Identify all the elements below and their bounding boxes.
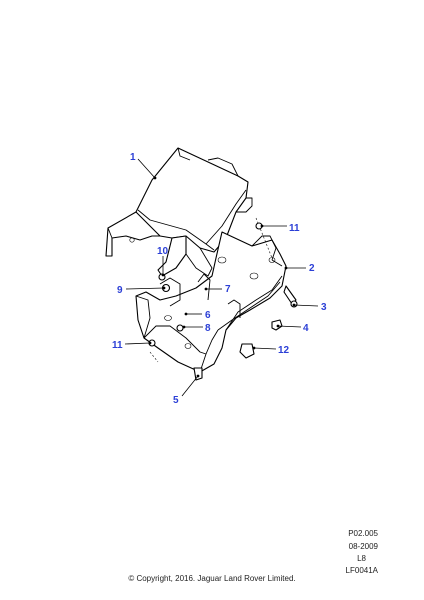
model-code: L8 [357, 554, 366, 563]
callout-3: 3 [321, 302, 327, 313]
callout-7: 7 [225, 284, 231, 295]
copyright-notice: © Copyright, 2016. Jaguar Land Rover Lim… [128, 574, 296, 583]
figure-id: LF0041A [345, 566, 378, 575]
page-code: P02.005 [348, 529, 378, 538]
date-code: 08-2009 [348, 542, 378, 551]
callout-12: 12 [278, 345, 290, 356]
callout-1: 1 [130, 152, 136, 163]
callout-11-upper: 11 [289, 223, 300, 234]
callout-4: 4 [303, 323, 309, 334]
callout-2: 2 [309, 263, 315, 274]
callout-9: 9 [117, 285, 123, 296]
cover-part [105, 147, 253, 277]
callout-10: 10 [157, 246, 169, 257]
callout-6: 6 [205, 310, 211, 321]
callout-5: 5 [173, 395, 179, 406]
callout-11-lower: 11 [112, 340, 123, 351]
callout-8: 8 [205, 323, 211, 334]
